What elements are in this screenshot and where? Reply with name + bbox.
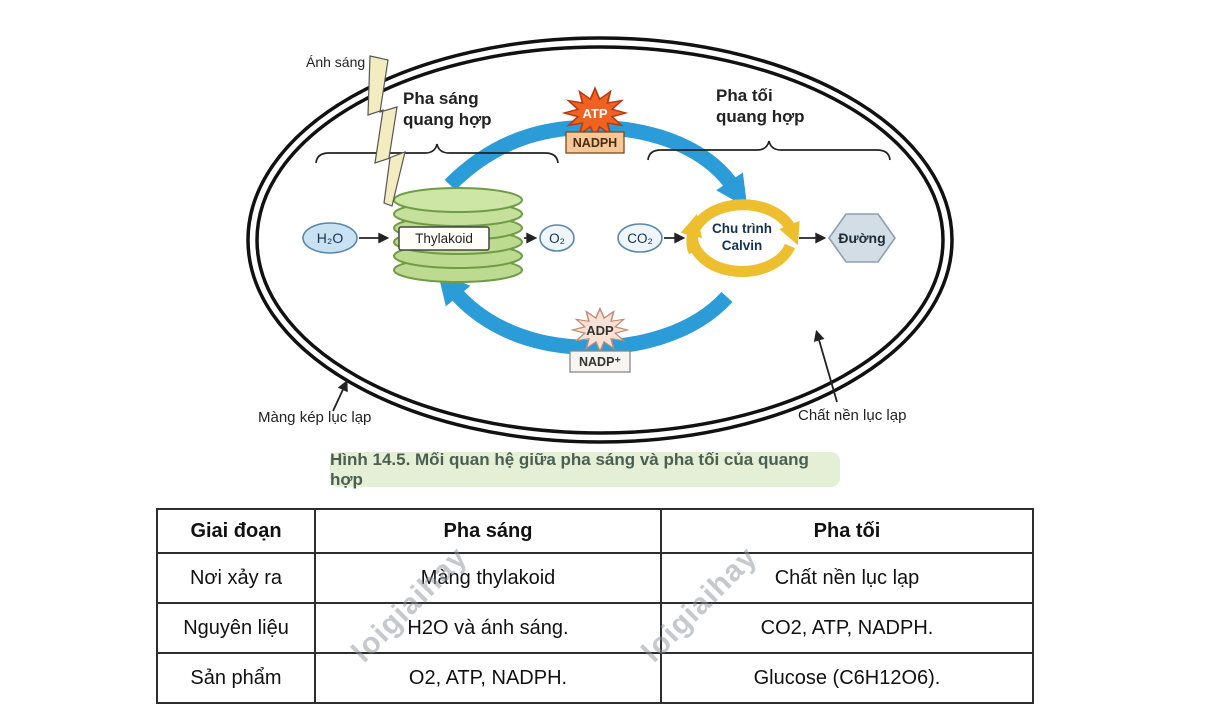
membrane-pointer-arrow [332, 380, 348, 412]
co2-node: CO₂ [617, 223, 663, 253]
dark-to-light-arrow [437, 271, 733, 355]
h2o-label: H₂O [317, 230, 344, 246]
dark-phase-title-line2: quang hợp [716, 107, 805, 126]
table-row: Nguyên liệu H2O và ánh sáng. CO2, ATP, N… [156, 602, 1034, 654]
chloroplast-membrane [246, 36, 954, 444]
o2-label: O₂ [549, 231, 565, 246]
co2-label: CO₂ [627, 231, 653, 246]
cell-materials-label: Nguyên liệu [156, 602, 316, 654]
cell-products-light: O2, ATP, NADPH. [314, 652, 662, 704]
dark-phase-brace [647, 140, 891, 161]
header-stage: Giai đoạn [156, 508, 316, 554]
thylakoid-label-box [398, 226, 490, 251]
header-light-phase: Pha sáng [314, 508, 662, 554]
calvin-label-line1: Chu trình [712, 221, 772, 236]
nadph-box: NADPH [565, 131, 625, 154]
header-dark-phase: Pha tối [660, 508, 1034, 554]
cell-location-label: Nơi xảy ra [156, 552, 316, 604]
table-row: Nơi xảy ra Màng thylakoid Chất nền lục l… [156, 552, 1034, 604]
dark-phase-title-line1: Pha tối [716, 86, 773, 105]
cell-materials-dark: CO2, ATP, NADPH. [660, 602, 1034, 654]
nadph-label: NADPH [573, 136, 617, 150]
table-row: Sản phẩm O2, ATP, NADPH. Glucose (C6H12O… [156, 652, 1034, 704]
cell-location-dark: Chất nền lục lạp [660, 552, 1034, 604]
figure-caption: Hình 14.5. Mối quan hệ giữa pha sáng và … [330, 450, 840, 489]
outer-membrane-label: Màng kép lục lạp [258, 409, 371, 426]
photosynthesis-diagram: Chu trình Calvin Thylakoid H₂O O₂ [246, 36, 954, 444]
light-phase-brace [315, 143, 559, 164]
calvin-label-line2: Calvin [722, 238, 763, 253]
outer-membrane-line [246, 36, 954, 444]
light-phase-title-line2: quang hợp [403, 110, 492, 129]
light-to-dark-arrow [444, 119, 748, 208]
phases-table: Giai đoạn Pha sáng Pha tối Nơi xảy ra Mà… [156, 508, 1034, 704]
adp-burst: ADP [570, 306, 630, 354]
calvin-arc-bottom [680, 214, 796, 277]
sugar-label: Đường [838, 230, 885, 246]
stroma-pointer-arrow [813, 329, 838, 403]
sugar-node: Đường [828, 213, 896, 263]
sugar-hexagon [828, 213, 896, 263]
cell-materials-light: H2O và ánh sáng. [314, 602, 662, 654]
atp-label: ATP [582, 106, 607, 121]
thylakoid-label: Thylakoid [415, 231, 473, 246]
stroma-label: Chất nền lục lạp [798, 407, 906, 424]
nadp-label: NADP⁺ [579, 355, 621, 369]
light-phase-title-line1: Pha sáng [403, 89, 479, 108]
light-label: Ánh sáng [306, 54, 365, 70]
cell-products-dark: Glucose (C6H12O6). [660, 652, 1034, 704]
nadp-box: NADP⁺ [569, 350, 631, 373]
cell-products-label: Sản phẩm [156, 652, 316, 704]
o2-node: O₂ [539, 224, 575, 252]
calvin-cycle-ring: Chu trình Calvin [680, 199, 800, 277]
h2o-node: H₂O [302, 222, 358, 254]
adp-label: ADP [586, 323, 614, 338]
table-header-row: Giai đoạn Pha sáng Pha tối [156, 508, 1034, 554]
inner-membrane-line [255, 45, 945, 435]
thylakoid-stack: Thylakoid [393, 187, 523, 283]
cell-location-light: Màng thylakoid [314, 552, 662, 604]
lightning-bolt-icon [367, 55, 406, 207]
